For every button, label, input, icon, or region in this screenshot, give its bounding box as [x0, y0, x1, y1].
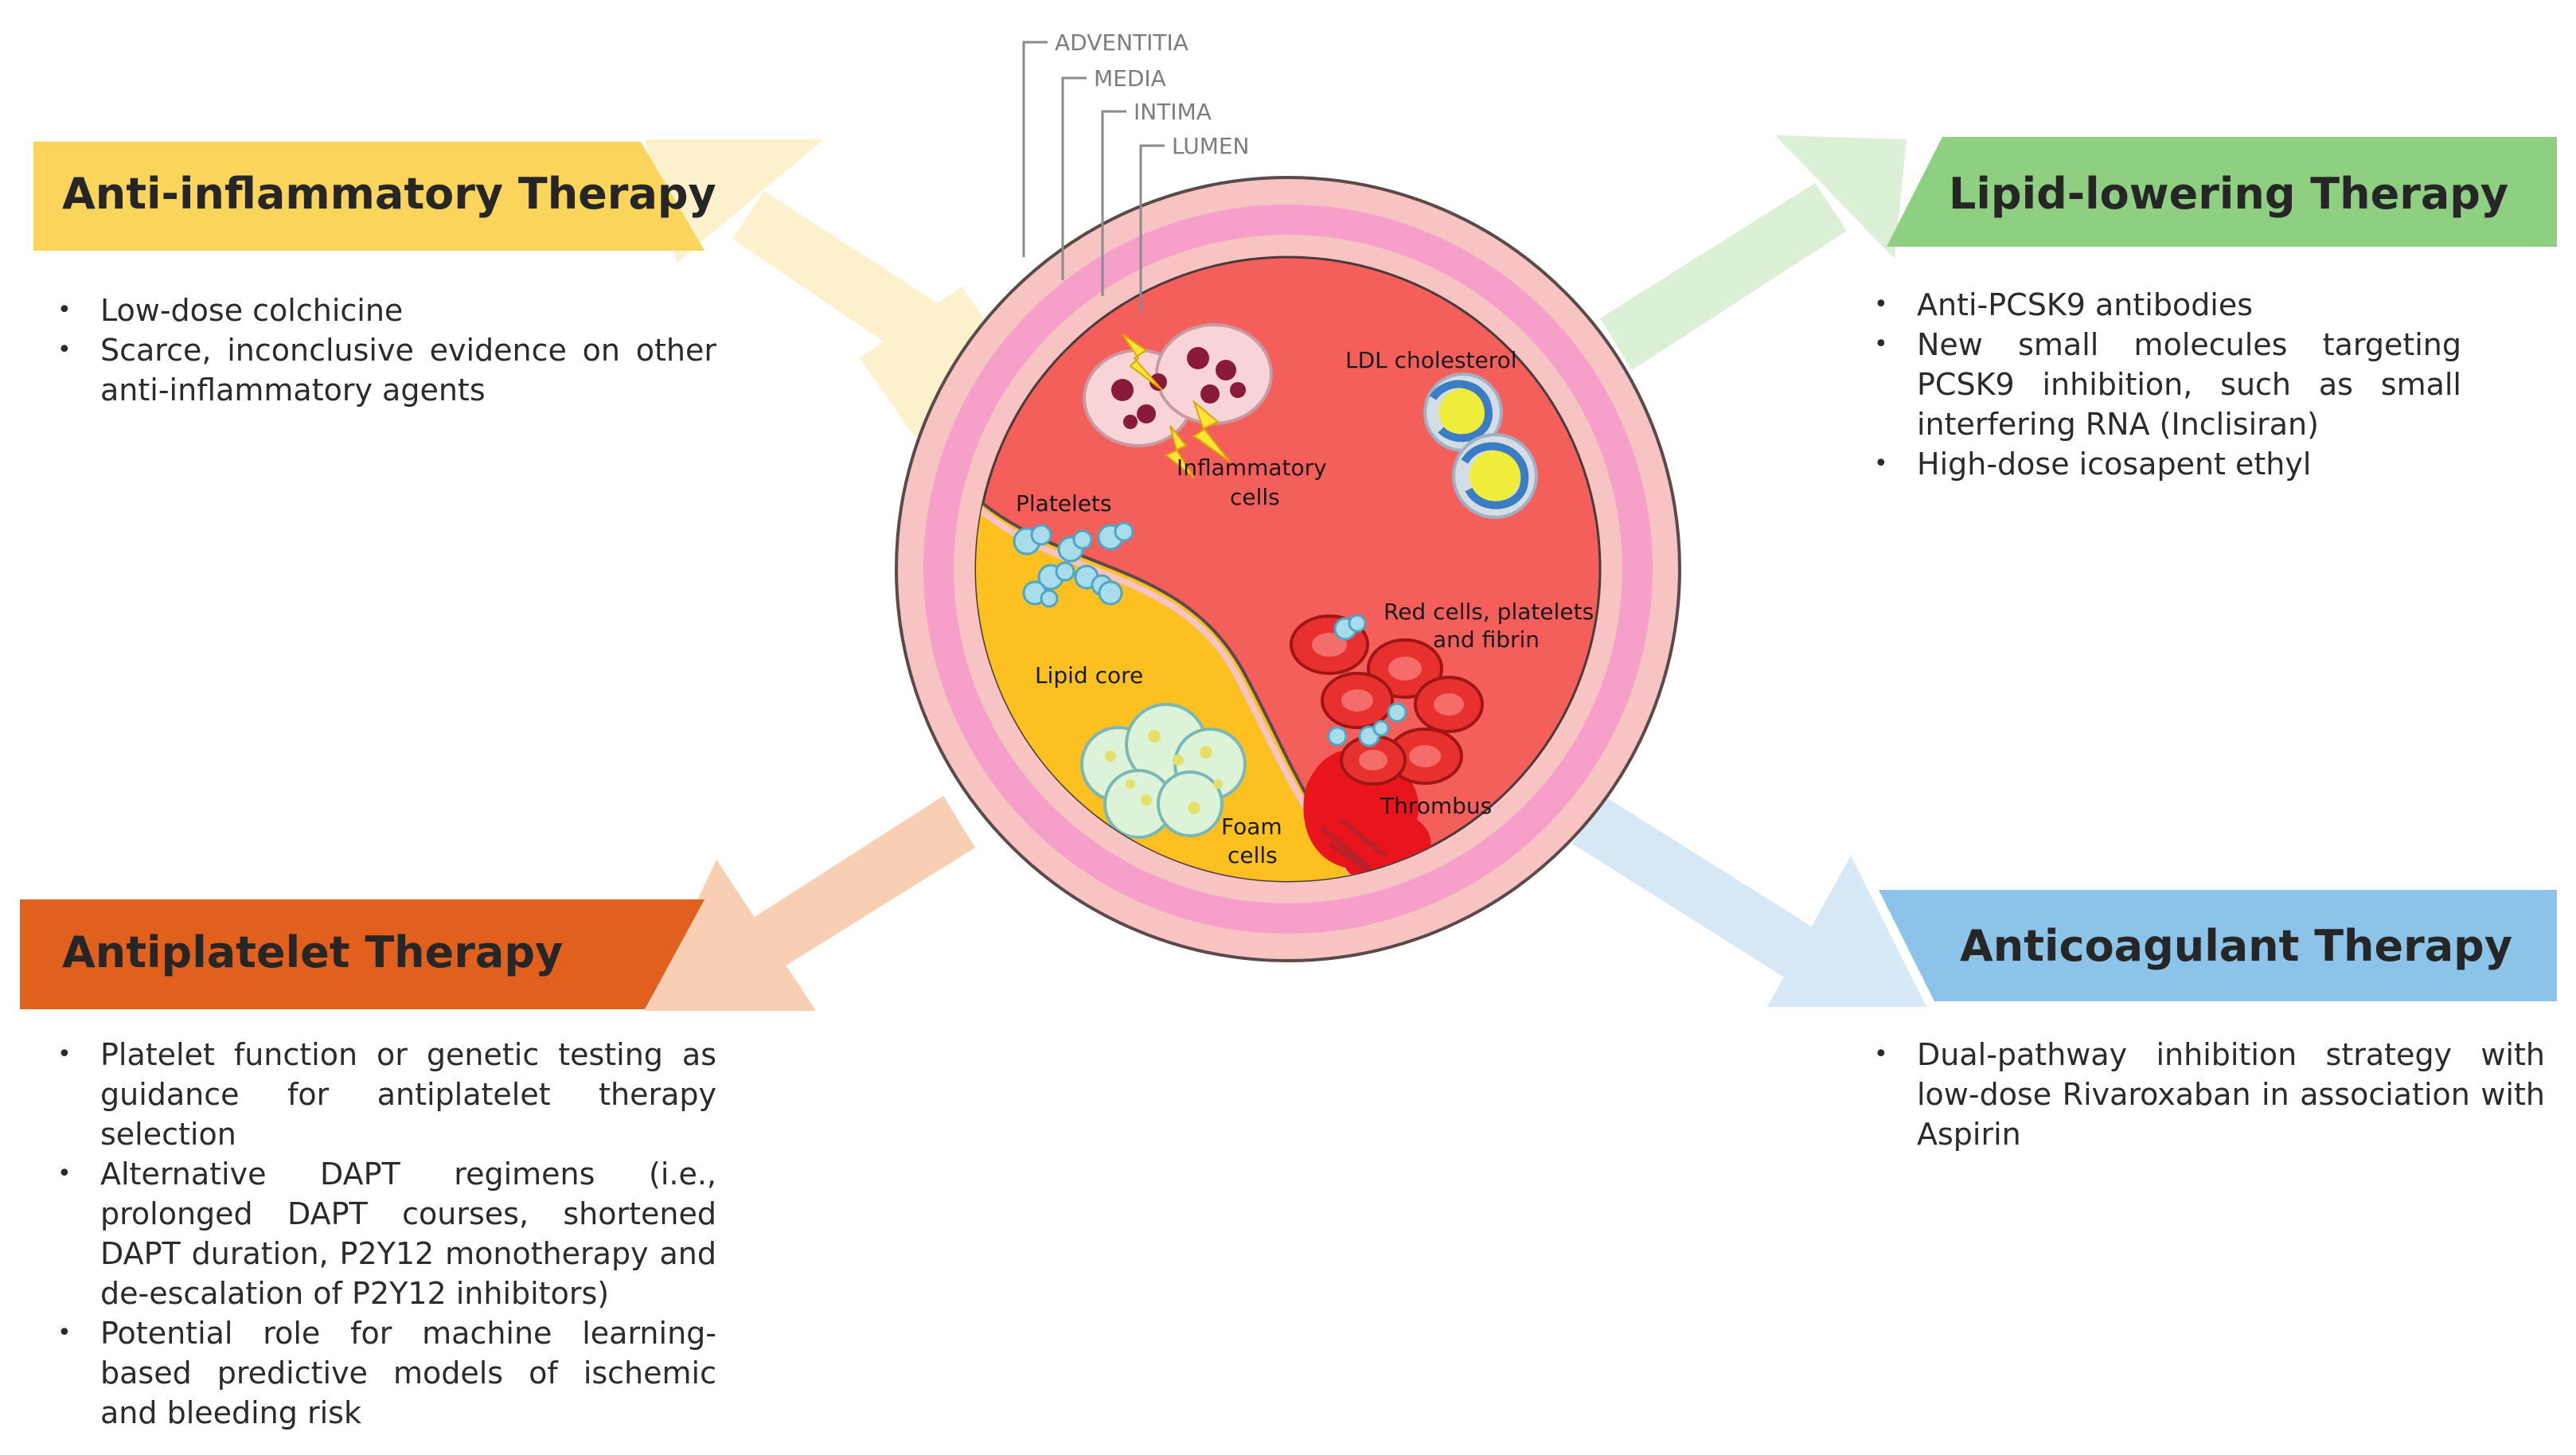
anti-inflammatory-bullets: •Low-dose colchicine •Scarce, inconclusi… — [48, 291, 716, 410]
lipid-lowering-title: Lipid-lowering Therapy — [1949, 169, 2508, 219]
antiplatelet-title: Antiplatelet Therapy — [62, 927, 563, 977]
anticoagulant-bullets: •Dual-pathway inhibition strategy with l… — [1864, 1035, 2545, 1154]
anticoagulant-arrowhead — [1767, 856, 1926, 1007]
thrombus — [1303, 751, 1431, 881]
foam-cells-label-line1: Foam — [1221, 813, 1282, 840]
lipid-lowering-bullets: •Anti-PCSK9 antibodies •New small molecu… — [1864, 285, 2461, 484]
lipid-lowering-arrow-body — [1600, 183, 1847, 370]
lumen-label: LUMEN — [1172, 133, 1250, 159]
lipid-lowering-banner — [1887, 137, 2557, 247]
list-item: •Scarce, inconclusive evidence on other … — [48, 330, 716, 410]
bullet-glyph: • — [1874, 330, 1888, 358]
inflammatory-label-line1: Inflammatory — [1177, 454, 1327, 481]
inflammatory-cells — [1083, 323, 1273, 478]
antiplatelet-bullets: •Platelet function or genetic testing as… — [48, 1035, 716, 1433]
fibrin — [1320, 817, 1387, 878]
vessel-cross-section: LDL cholesterol Inflammatory cells Plate… — [895, 176, 1681, 962]
antiplatelet-banner — [20, 899, 704, 1009]
bullet-glyph: • — [57, 1319, 72, 1347]
bullet-glyph: • — [1874, 1040, 1888, 1068]
intima-label: INTIMA — [1134, 99, 1212, 125]
foam-cells-label-line2: cells — [1228, 842, 1278, 868]
ldl-label: LDL cholesterol — [1345, 347, 1517, 373]
bullet-glyph: • — [57, 336, 72, 364]
thrombus-label: Thrombus — [1380, 793, 1492, 819]
media-label: MEDIA — [1094, 65, 1166, 92]
antiplatelet-arrow-body — [732, 796, 975, 979]
list-item: •Dual-pathway inhibition strategy with l… — [1864, 1035, 2545, 1154]
bullet-glyph: • — [1874, 291, 1888, 318]
anti-inflammatory-banner — [33, 142, 704, 251]
platelets — [1013, 521, 1134, 608]
anti-inflammatory-title: Anti-inflammatory Therapy — [62, 169, 716, 219]
list-item: •High-dose icosapent ethyl — [1864, 444, 2461, 484]
anticoagulant-arrow-body — [1572, 796, 1819, 979]
foam-cells — [1080, 703, 1247, 839]
list-item: •Potential role for machine learning-bas… — [48, 1313, 716, 1433]
anti-inflammatory-arrow-body — [732, 191, 967, 374]
bullet-glyph: • — [57, 1160, 72, 1188]
antiplatelet-arrowhead — [645, 860, 816, 1011]
lipid-lowering-arrowhead — [1775, 135, 1907, 259]
anticoagulant-title: Anticoagulant Therapy — [1960, 921, 2512, 971]
red-cells-label-line1: Red cells, platelets — [1384, 599, 1594, 625]
list-item: •Low-dose colchicine — [48, 291, 716, 330]
red-cells-label-line2: and fibrin — [1433, 626, 1540, 653]
red-cells — [1290, 614, 1484, 786]
list-item: •New small molecules targeting PCSK9 inh… — [1864, 325, 2461, 444]
adventitia-label: ADVENTITIA — [1055, 29, 1188, 56]
bullet-glyph: • — [1874, 450, 1888, 478]
thrombus-platelets — [1327, 614, 1407, 747]
list-item: •Anti-PCSK9 antibodies — [1864, 285, 2461, 325]
list-item: •Alternative DAPT regimens (i.e., prolon… — [48, 1154, 716, 1313]
anticoagulant-banner — [1879, 890, 2557, 1001]
list-item: •Platelet function or genetic testing as… — [48, 1035, 716, 1154]
platelets-label: Platelets — [1016, 490, 1112, 517]
ldl-cholesterol — [1423, 373, 1538, 519]
inflammatory-label-line2: cells — [1230, 484, 1280, 510]
lipid-core-label: Lipid core — [1035, 662, 1143, 688]
bullet-glyph: • — [57, 296, 72, 324]
layer-callouts — [1022, 41, 1165, 312]
bullet-glyph: • — [57, 1040, 72, 1068]
